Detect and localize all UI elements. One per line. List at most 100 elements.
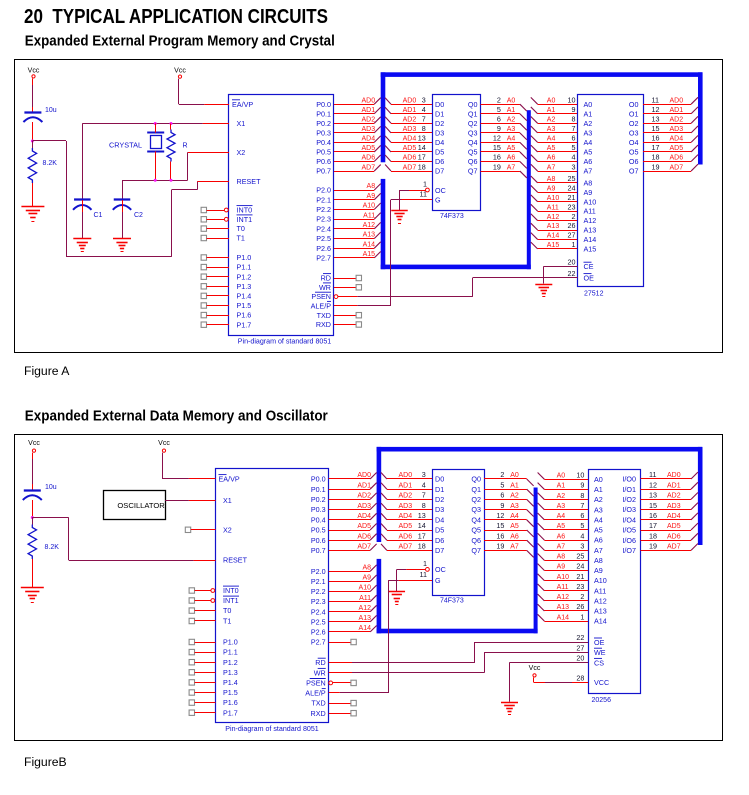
svg-text:AD2: AD2 bbox=[667, 493, 681, 500]
svg-text:A7: A7 bbox=[507, 164, 516, 171]
svg-text:OE: OE bbox=[584, 274, 595, 283]
svg-text:ALE/P: ALE/P bbox=[311, 301, 332, 310]
svg-text:AD1: AD1 bbox=[403, 107, 417, 114]
svg-text:A7: A7 bbox=[510, 544, 519, 551]
svg-text:I/O0: I/O0 bbox=[622, 475, 636, 484]
svg-text:13: 13 bbox=[649, 491, 657, 500]
svg-text:6: 6 bbox=[572, 134, 576, 143]
svg-text:A9: A9 bbox=[547, 185, 556, 192]
svg-text:I/O4: I/O4 bbox=[622, 515, 636, 524]
svg-text:PSEN: PSEN bbox=[306, 679, 326, 688]
svg-text:A12: A12 bbox=[557, 594, 570, 601]
svg-text:A12: A12 bbox=[363, 222, 376, 229]
svg-text:OSCILLATOR: OSCILLATOR bbox=[117, 501, 165, 510]
svg-text:Q1: Q1 bbox=[468, 109, 478, 118]
svg-text:I/O6: I/O6 bbox=[622, 536, 636, 545]
svg-text:AD2: AD2 bbox=[399, 493, 413, 500]
svg-text:P2.3: P2.3 bbox=[316, 215, 331, 224]
svg-text:Q7: Q7 bbox=[471, 546, 481, 555]
svg-text:9: 9 bbox=[572, 105, 576, 114]
svg-text:A10: A10 bbox=[363, 203, 376, 210]
svg-text:A14: A14 bbox=[363, 241, 376, 248]
svg-text:9: 9 bbox=[580, 481, 584, 490]
svg-text:AD5: AD5 bbox=[670, 145, 684, 152]
svg-text:12: 12 bbox=[496, 511, 504, 520]
svg-text:25: 25 bbox=[568, 174, 576, 183]
svg-text:D2: D2 bbox=[435, 119, 444, 128]
svg-text:T1: T1 bbox=[223, 617, 231, 626]
svg-text:A10: A10 bbox=[584, 197, 597, 206]
svg-text:24: 24 bbox=[576, 562, 584, 571]
svg-text:A13: A13 bbox=[359, 615, 372, 622]
svg-text:A6: A6 bbox=[557, 533, 566, 540]
svg-text:74F373: 74F373 bbox=[440, 213, 464, 220]
svg-text:3: 3 bbox=[572, 162, 576, 171]
svg-text:A9: A9 bbox=[594, 566, 603, 575]
svg-text:A13: A13 bbox=[363, 232, 376, 239]
svg-text:INT1: INT1 bbox=[223, 596, 239, 605]
svg-text:D7: D7 bbox=[435, 546, 444, 555]
svg-text:5: 5 bbox=[497, 105, 501, 114]
svg-text:23: 23 bbox=[576, 582, 584, 591]
svg-text:15: 15 bbox=[652, 124, 660, 133]
svg-text:1: 1 bbox=[580, 612, 584, 621]
svg-text:Q6: Q6 bbox=[468, 157, 478, 166]
svg-text:O1: O1 bbox=[629, 109, 639, 118]
svg-text:CE: CE bbox=[584, 262, 594, 271]
svg-text:O6: O6 bbox=[629, 157, 639, 166]
svg-text:A7: A7 bbox=[594, 546, 603, 555]
svg-text:OE: OE bbox=[594, 638, 605, 647]
svg-text:P0.4: P0.4 bbox=[311, 515, 326, 524]
svg-text:9: 9 bbox=[497, 124, 501, 133]
svg-text:RD: RD bbox=[315, 658, 325, 667]
svg-text:Q2: Q2 bbox=[471, 495, 481, 504]
svg-text:7: 7 bbox=[580, 501, 584, 510]
svg-text:RESET: RESET bbox=[237, 177, 262, 186]
svg-text:AD3: AD3 bbox=[403, 126, 417, 133]
svg-text:A6: A6 bbox=[507, 155, 516, 162]
svg-text:A15: A15 bbox=[584, 244, 597, 253]
svg-text:A3: A3 bbox=[507, 126, 516, 133]
svg-text:INT0: INT0 bbox=[237, 206, 253, 215]
svg-text:Q3: Q3 bbox=[468, 128, 478, 137]
svg-text:D6: D6 bbox=[435, 157, 444, 166]
svg-text:3: 3 bbox=[422, 95, 426, 104]
svg-text:A11: A11 bbox=[594, 586, 606, 595]
svg-text:A12: A12 bbox=[594, 596, 607, 605]
svg-text:P2.7: P2.7 bbox=[311, 638, 326, 647]
svg-text:27512: 27512 bbox=[584, 291, 604, 298]
svg-text:A1: A1 bbox=[547, 107, 556, 114]
svg-text:3: 3 bbox=[580, 541, 584, 550]
svg-text:10: 10 bbox=[568, 95, 576, 104]
svg-text:A3: A3 bbox=[547, 126, 556, 133]
svg-text:4: 4 bbox=[572, 153, 576, 162]
svg-text:A3: A3 bbox=[510, 503, 519, 510]
svg-text:AD4: AD4 bbox=[670, 136, 684, 143]
svg-text:P1.4: P1.4 bbox=[223, 678, 238, 687]
svg-text:20: 20 bbox=[576, 654, 584, 663]
svg-text:9: 9 bbox=[500, 501, 504, 510]
svg-text:TXD: TXD bbox=[317, 311, 331, 320]
svg-text:A6: A6 bbox=[594, 536, 603, 545]
svg-text:A5: A5 bbox=[594, 526, 603, 535]
svg-text:EA/VP: EA/VP bbox=[219, 475, 240, 484]
svg-text:WE: WE bbox=[594, 648, 606, 657]
svg-text:A11: A11 bbox=[363, 212, 375, 219]
svg-text:A2: A2 bbox=[557, 493, 566, 500]
svg-text:Pin-diagram of standard 8051: Pin-diagram of standard 8051 bbox=[238, 338, 332, 346]
svg-text:P2.5: P2.5 bbox=[311, 617, 326, 626]
svg-text:G: G bbox=[435, 195, 441, 204]
svg-text:A5: A5 bbox=[557, 523, 566, 530]
svg-text:FigureB: FigureB bbox=[24, 755, 67, 769]
svg-text:A8: A8 bbox=[547, 176, 556, 183]
svg-text:AD7: AD7 bbox=[667, 544, 681, 551]
svg-text:12: 12 bbox=[652, 105, 660, 114]
svg-text:15: 15 bbox=[496, 521, 504, 530]
svg-text:AD5: AD5 bbox=[403, 145, 417, 152]
svg-text:P2.1: P2.1 bbox=[311, 577, 326, 586]
svg-text:AD6: AD6 bbox=[361, 155, 375, 162]
svg-text:CS: CS bbox=[594, 658, 604, 667]
svg-text:A4: A4 bbox=[594, 515, 603, 524]
svg-text:AD2: AD2 bbox=[670, 117, 684, 124]
svg-text:AD7: AD7 bbox=[357, 544, 371, 551]
